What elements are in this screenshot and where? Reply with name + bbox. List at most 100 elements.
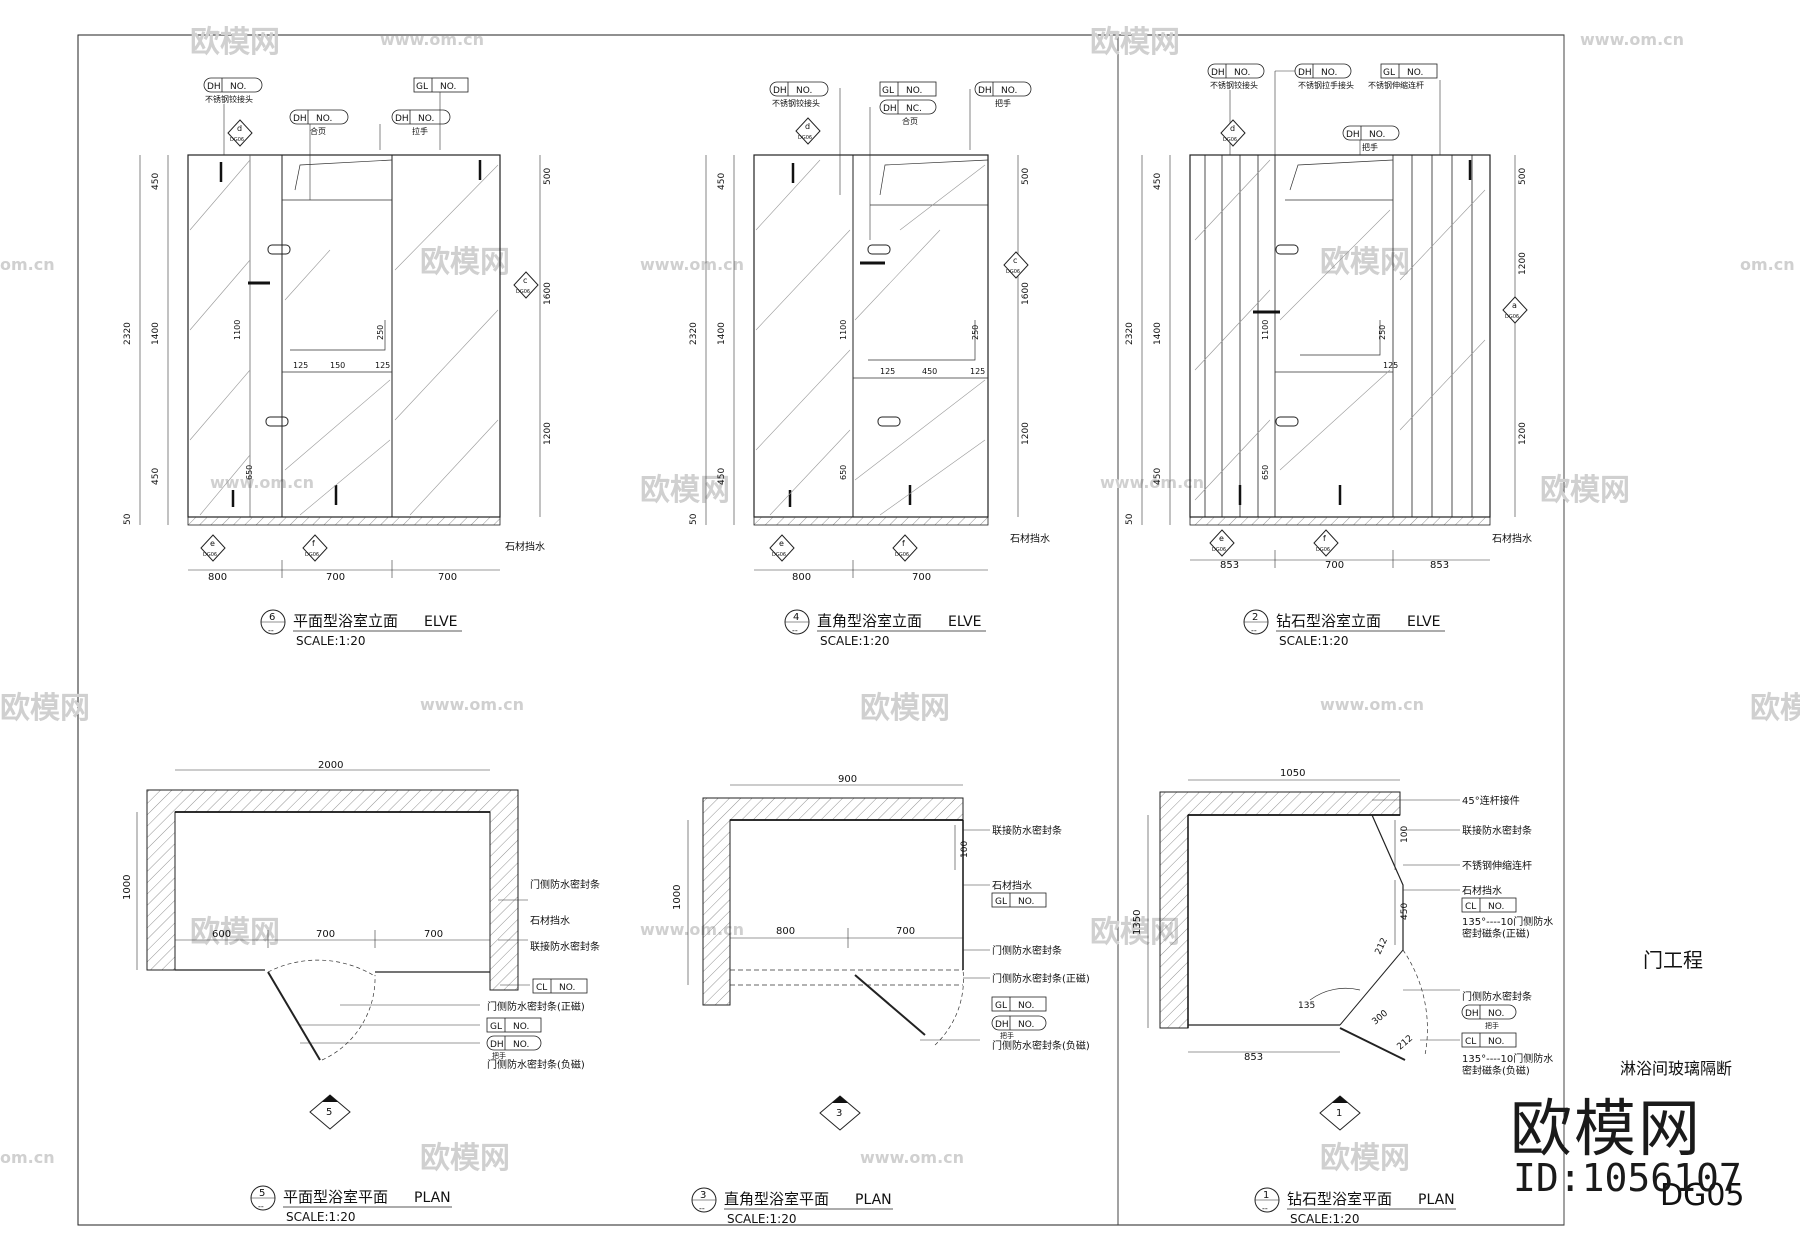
svg-text:f: f bbox=[902, 539, 905, 548]
callout-marker: e DG06 bbox=[1209, 529, 1235, 557]
dim: 800 bbox=[792, 572, 811, 583]
callout-marker: d DG06 bbox=[1220, 119, 1246, 147]
svg-text:NO.: NO. bbox=[559, 983, 575, 993]
plan-diamond: 1050 1350 100 450 212 135 853 300 212 45… bbox=[1132, 768, 1553, 1226]
svg-text:SCALE:1:20: SCALE:1:20 bbox=[820, 634, 889, 648]
tag-gl: GL NO. bbox=[991, 892, 1047, 908]
wm-brand: 欧模网 bbox=[0, 691, 90, 726]
svg-text:GL: GL bbox=[995, 897, 1007, 907]
svg-text:d: d bbox=[805, 122, 810, 131]
svg-text:NO.: NO. bbox=[1018, 1020, 1034, 1030]
wm-url: www.om.cn bbox=[860, 1148, 964, 1167]
svg-text:NO.: NO. bbox=[906, 86, 922, 96]
svg-text:NO.: NO. bbox=[1407, 68, 1423, 78]
svg-text:GL: GL bbox=[882, 86, 894, 96]
dim: 1400 bbox=[151, 322, 161, 345]
svg-text:NO.: NO. bbox=[1018, 897, 1034, 907]
svg-text:直角型浴室平面: 直角型浴室平面 bbox=[724, 1190, 829, 1208]
dim: 853 bbox=[1220, 560, 1239, 571]
dim: 450 bbox=[1153, 173, 1163, 190]
svg-text:NO.: NO. bbox=[1321, 68, 1337, 78]
svg-text:2: 2 bbox=[1252, 612, 1258, 623]
svg-text:不锈钢伸缩连杆: 不锈钢伸缩连杆 bbox=[1368, 80, 1424, 90]
dim: 100 bbox=[1400, 826, 1410, 843]
wm-brand: 欧模网 bbox=[1320, 1141, 1410, 1176]
svg-text:5: 5 bbox=[259, 1188, 265, 1199]
svg-text:DH: DH bbox=[883, 104, 897, 114]
svg-text:CL: CL bbox=[1465, 902, 1476, 912]
svg-text:把手: 把手 bbox=[995, 98, 1011, 108]
svg-text:直角型浴室立面: 直角型浴室立面 bbox=[817, 612, 922, 630]
tag-dh: DH NO. 不锈钢铰接头 bbox=[769, 81, 829, 108]
svg-text:d: d bbox=[1230, 124, 1235, 133]
tag-gl: GL NO. bbox=[879, 81, 937, 97]
wm-url: www.om.cn bbox=[210, 473, 314, 492]
stone-sill-label: 石材挡水 bbox=[1010, 532, 1050, 545]
note: 联接防水密封条 bbox=[992, 824, 1062, 837]
svg-text:e: e bbox=[210, 539, 215, 548]
wm-brand: 欧模网 bbox=[1750, 691, 1800, 726]
view-title: 4 -- 直角型浴室立面 ELVE SCALE:1:20 bbox=[784, 609, 986, 648]
dim: 100 bbox=[960, 841, 970, 858]
svg-text:c: c bbox=[523, 276, 527, 285]
dim: 1200 bbox=[1518, 252, 1528, 275]
svg-text:--: -- bbox=[792, 626, 798, 635]
note: 门侧防水密封条(正磁) bbox=[992, 972, 1090, 985]
svg-text:DH: DH bbox=[293, 114, 307, 124]
dim: 450 bbox=[1153, 468, 1163, 485]
dim: 500 bbox=[1518, 168, 1528, 185]
dim: 1200 bbox=[1518, 422, 1528, 445]
section-marker: 5 bbox=[309, 1094, 351, 1130]
dim: 650 bbox=[1261, 465, 1270, 480]
svg-text:PLAN: PLAN bbox=[855, 1192, 892, 1208]
wm-brand: 欧模网 bbox=[420, 1141, 510, 1176]
tag-cl: CL NO. bbox=[1461, 897, 1517, 913]
view-title: 3 -- 直角型浴室平面 PLAN SCALE:1:20 bbox=[691, 1187, 893, 1226]
svg-text:DH: DH bbox=[1211, 68, 1225, 78]
dim: 50 bbox=[689, 513, 699, 525]
dim: 1600 bbox=[543, 282, 553, 305]
wm-side: om.cn bbox=[0, 1148, 55, 1167]
svg-text:不锈钢铰接头: 不锈钢铰接头 bbox=[1210, 80, 1258, 90]
note: 门侧防水密封条(负磁) bbox=[487, 1058, 585, 1071]
dim: 700 bbox=[912, 572, 931, 583]
note: 门侧防水密封条(正磁) bbox=[487, 1000, 585, 1013]
dim: 500 bbox=[1021, 168, 1031, 185]
tag-dh: DH NO. 把手 bbox=[974, 81, 1032, 108]
stone-sill-label: 石材挡水 bbox=[505, 540, 545, 553]
elevation-diamond: 853 700 853 450 2320 1400 450 50 500 120… bbox=[1125, 63, 1532, 648]
svg-text:DG06: DG06 bbox=[305, 552, 319, 558]
svg-text:DG06: DG06 bbox=[203, 552, 217, 558]
tag-gl: GL NO. bbox=[486, 1017, 542, 1033]
dim: 853 bbox=[1244, 1052, 1263, 1063]
tag-dh: DH NO. bbox=[1461, 1004, 1517, 1020]
callout-marker: f DG06 bbox=[892, 534, 918, 562]
tag-gl: GL NO. bbox=[413, 77, 469, 93]
svg-text:GL: GL bbox=[490, 1022, 502, 1032]
note: 门侧防水密封条 bbox=[530, 878, 600, 891]
dim: 125 bbox=[1383, 361, 1398, 370]
view-title: 1 -- 钻石型浴室平面 PLAN SCALE:1:20 bbox=[1254, 1187, 1456, 1226]
dim: 700 bbox=[438, 572, 457, 583]
dim: 450 bbox=[1400, 903, 1410, 920]
svg-text:NO.: NO. bbox=[440, 82, 456, 92]
svg-text:--: -- bbox=[1251, 626, 1257, 635]
svg-text:e: e bbox=[1219, 534, 1224, 543]
watermarks: 欧模网 www.om.cn 欧模网 www.om.cn 欧模网 om.cn ww… bbox=[0, 25, 1800, 1176]
svg-text:GL: GL bbox=[995, 1001, 1007, 1011]
svg-text:NO.: NO. bbox=[1369, 130, 1385, 140]
svg-text:SCALE:1:20: SCALE:1:20 bbox=[286, 1210, 355, 1224]
watermark-logo: 欧模网 bbox=[1510, 1092, 1703, 1165]
svg-text:e: e bbox=[779, 539, 784, 548]
svg-text:DH: DH bbox=[490, 1040, 504, 1050]
svg-text:DG06: DG06 bbox=[1316, 547, 1330, 553]
svg-text:钻石型浴室平面: 钻石型浴室平面 bbox=[1287, 1190, 1392, 1208]
note: 把手 bbox=[492, 1051, 506, 1060]
svg-text:不锈钢铰接头: 不锈钢铰接头 bbox=[205, 94, 253, 104]
dim: 250 bbox=[971, 325, 980, 340]
svg-text:DG06: DG06 bbox=[1505, 314, 1519, 320]
svg-text:PLAN: PLAN bbox=[1418, 1192, 1455, 1208]
wm-url: www.om.cn bbox=[1580, 30, 1684, 49]
dim: 800 bbox=[776, 926, 795, 937]
view-title: 6 -- 平面型浴室立面 ELVE SCALE:1:20 bbox=[260, 609, 462, 648]
